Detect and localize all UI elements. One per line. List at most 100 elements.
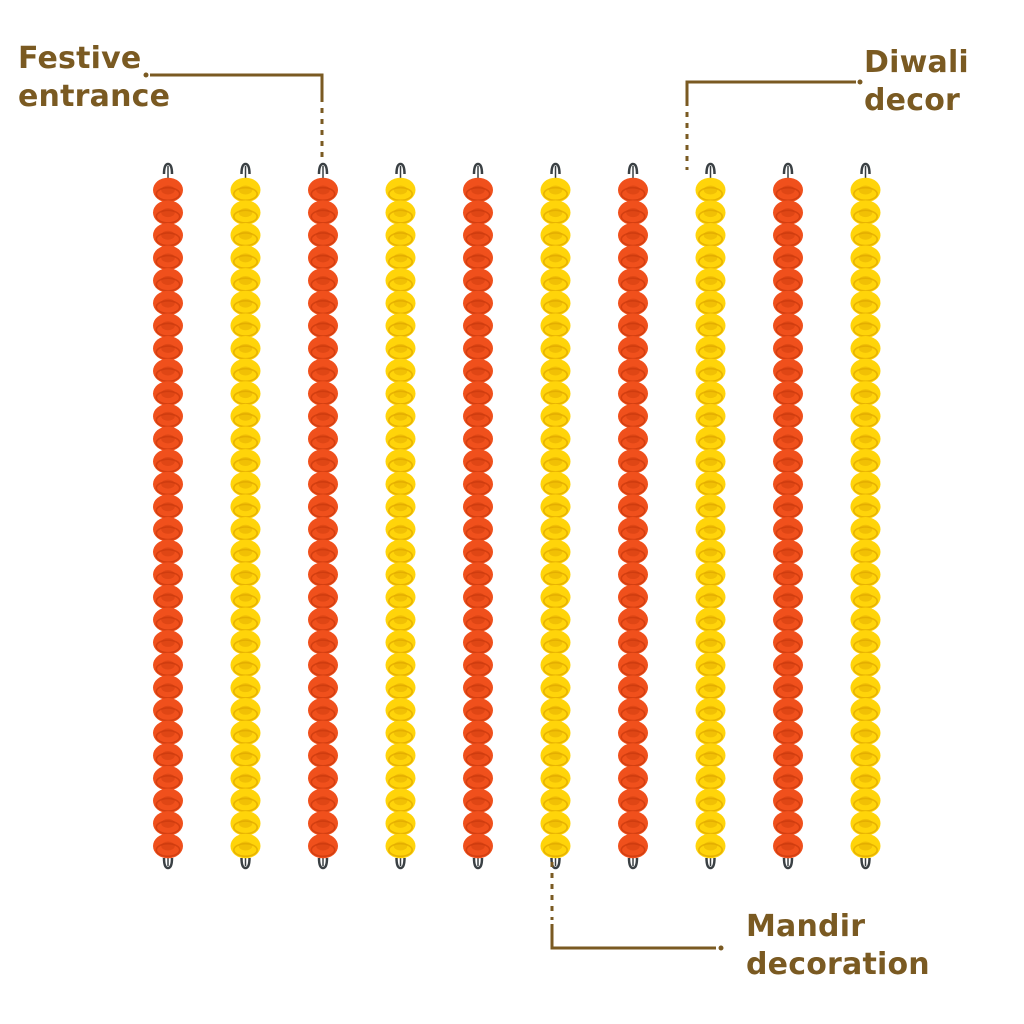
marigold-flower xyxy=(695,743,726,768)
marigold-flower xyxy=(153,630,183,655)
marigold-flower xyxy=(463,200,493,225)
marigold-flower xyxy=(230,788,261,814)
marigold-flower xyxy=(850,336,881,361)
marigold-flower xyxy=(695,652,726,678)
marigold-flower xyxy=(153,245,183,271)
marigold-flower xyxy=(618,426,648,452)
marigold-flower xyxy=(153,222,183,248)
hook-icon xyxy=(627,857,639,870)
marigold-flower xyxy=(230,607,261,633)
marigold-flower xyxy=(773,811,803,836)
mandir-leader-dot xyxy=(718,945,724,951)
marigold-flower xyxy=(850,697,881,723)
marigold-flower xyxy=(773,720,803,746)
marigold-flower xyxy=(540,200,571,225)
marigold-flower xyxy=(850,358,881,384)
callout-festive-line1: Festive xyxy=(18,41,142,76)
marigold-flower xyxy=(230,630,261,655)
marigold-flower xyxy=(618,200,648,225)
marigold-flower xyxy=(308,517,338,542)
garland-strand-yellow xyxy=(850,162,881,870)
marigold-flower xyxy=(230,743,261,768)
marigold-flower xyxy=(695,449,726,474)
marigold-flower xyxy=(308,449,338,474)
marigold-flower xyxy=(308,290,338,316)
marigold-flower xyxy=(773,268,803,293)
marigold-flower xyxy=(153,494,183,519)
marigold-flower xyxy=(540,494,571,519)
marigold-flower xyxy=(695,584,726,610)
marigold-flower xyxy=(385,336,416,361)
marigold-flower xyxy=(695,788,726,814)
marigold-flower xyxy=(308,584,338,610)
marigold-flower xyxy=(540,697,571,723)
marigold-flower xyxy=(308,403,338,429)
marigold-flower xyxy=(695,358,726,384)
marigold-flower xyxy=(540,833,571,859)
marigold-flower xyxy=(230,245,261,271)
marigold-flower xyxy=(618,630,648,655)
marigold-flower xyxy=(308,811,338,836)
marigold-flower xyxy=(850,268,881,293)
marigold-flower xyxy=(230,765,261,791)
marigold-flower xyxy=(385,403,416,429)
marigold-flower xyxy=(695,222,726,248)
marigold-flower xyxy=(385,517,416,542)
hook-icon xyxy=(317,857,329,870)
marigold-flower xyxy=(773,313,803,339)
marigold-flower xyxy=(773,494,803,519)
marigold-flower xyxy=(773,743,803,768)
marigold-flower xyxy=(618,403,648,429)
marigold-flower xyxy=(695,403,726,429)
marigold-flower xyxy=(385,358,416,384)
marigold-flower xyxy=(540,743,571,768)
marigold-flower xyxy=(385,562,416,587)
marigold-flower xyxy=(153,449,183,474)
marigold-flower xyxy=(850,200,881,225)
marigold-flower xyxy=(618,494,648,519)
marigold-flower xyxy=(463,697,493,723)
marigold-flower xyxy=(695,697,726,723)
marigold-flower xyxy=(618,290,648,316)
marigold-flower xyxy=(850,313,881,339)
marigold-flower xyxy=(385,743,416,768)
hook-icon xyxy=(705,162,716,175)
marigold-flower xyxy=(618,449,648,474)
marigold-flower xyxy=(850,494,881,519)
marigold-flower xyxy=(850,177,881,203)
marigold-flower xyxy=(308,675,338,700)
marigold-flower xyxy=(308,177,338,203)
marigold-flower xyxy=(230,811,261,836)
garland-strand-yellow xyxy=(540,162,571,870)
marigold-flower xyxy=(153,200,183,225)
marigold-flower xyxy=(463,403,493,429)
marigold-flower xyxy=(230,268,261,293)
marigold-flower xyxy=(308,245,338,271)
marigold-flower xyxy=(618,381,648,406)
marigold-flower xyxy=(230,675,261,700)
marigold-flower xyxy=(618,811,648,836)
marigold-flower xyxy=(463,471,493,497)
marigold-flower xyxy=(773,449,803,474)
marigold-flower xyxy=(385,720,416,746)
marigold-flower xyxy=(463,245,493,271)
hook-icon xyxy=(472,162,484,175)
marigold-flower xyxy=(463,607,493,633)
marigold-flower xyxy=(540,268,571,293)
marigold-flower xyxy=(385,222,416,248)
marigold-flower xyxy=(230,517,261,542)
marigold-flower xyxy=(773,200,803,225)
marigold-flower xyxy=(385,607,416,633)
garland-strand-yellow xyxy=(230,162,261,870)
marigold-flower xyxy=(153,313,183,339)
marigold-flower xyxy=(463,517,493,542)
callout-leader-lines xyxy=(143,72,863,951)
marigold-flower xyxy=(695,245,726,271)
callout-festive-line2: entrance xyxy=(18,79,171,114)
marigold-flower xyxy=(540,562,571,587)
marigold-flower xyxy=(230,177,261,203)
marigold-flower xyxy=(540,471,571,497)
marigold-flower xyxy=(773,788,803,814)
hook-icon xyxy=(317,162,329,175)
